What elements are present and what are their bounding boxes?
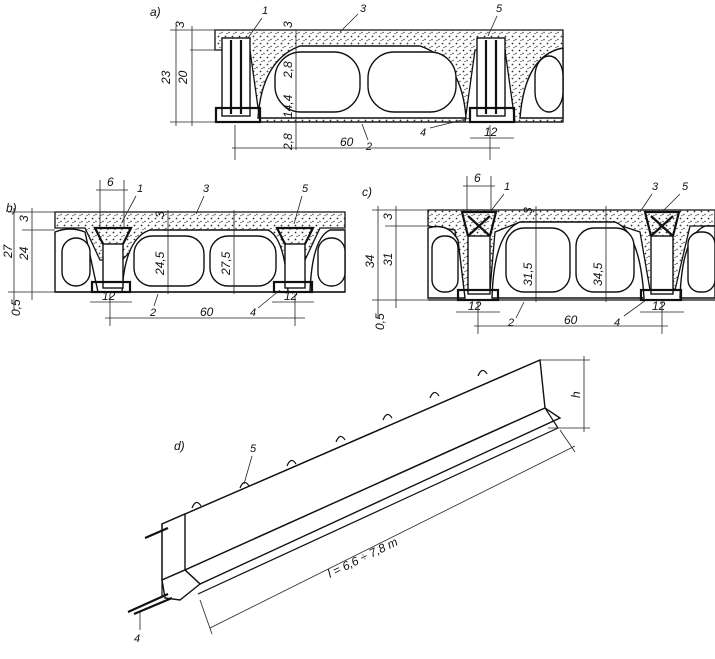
panel-b-dim-h2: 24 — [17, 246, 31, 261]
panel-d-callout-4: 4 — [134, 633, 140, 645]
panel-a-dim-width: 60 — [340, 135, 354, 149]
panel-d-lifting-loops — [191, 369, 488, 509]
panel-a-dim-h2: 20 — [176, 70, 190, 85]
panel-b-callout-1: 1 — [137, 183, 143, 195]
panel-d-beam-isometric: d) h l = 6,6 ÷ 7,8 — [127, 356, 590, 645]
panel-b-beam-left — [102, 243, 124, 289]
panel-a-callout-2: 2 — [365, 141, 372, 153]
panel-a-dim-h1: 23 — [159, 70, 173, 85]
panel-c-callout-4: 4 — [614, 317, 620, 329]
panel-c-dim-total-h: 34,5 — [591, 262, 605, 286]
panel-a-beam-right — [476, 37, 506, 117]
panel-a-section: a) 3 23 20 3 2,8 14,4 2,8 — [150, 3, 564, 160]
panel-c-section: c) 3 34 31 0,5 6 3 — [362, 171, 715, 334]
panel-a-callout-3: 3 — [360, 3, 367, 15]
panel-b-callout-3: 3 — [203, 183, 210, 195]
panel-b-dim-3: 3 — [153, 211, 167, 218]
panel-c-dim-core-h: 31,5 — [521, 262, 535, 286]
panel-a-callout-4: 4 — [420, 127, 426, 139]
panel-b-callout-5: 5 — [302, 183, 309, 195]
panel-b-dim-rib-right: 12 — [284, 289, 298, 303]
panel-b-dim-top: 3 — [17, 215, 31, 222]
panel-c-callout-5: 5 — [682, 181, 689, 193]
panel-c-dim-width: 60 — [564, 313, 578, 327]
panel-c-dim-bottom: 0,5 — [373, 313, 387, 330]
panel-b-beam-right — [284, 243, 306, 289]
panel-b-section: b) 3 27 24 0,5 6 3 24,5 — [1, 175, 346, 326]
panel-b-callout-2: 2 — [149, 307, 156, 319]
panel-a-dim-top: 3 — [173, 21, 187, 28]
panel-b-dim-width: 60 — [200, 305, 214, 319]
panel-c-dim-rib-right: 12 — [652, 299, 666, 313]
panel-b-callout-4: 4 — [250, 307, 256, 319]
panel-c-beam-left — [467, 235, 491, 295]
panel-c-dim-w6: 6 — [474, 171, 481, 185]
panel-b-dim-total-h: 27,5 — [219, 251, 233, 276]
panel-a-letter: a) — [150, 5, 161, 19]
panel-d-beam-web — [161, 358, 546, 571]
panel-a-dim-rib: 12 — [484, 125, 498, 139]
panel-d-letter: d) — [174, 439, 185, 453]
panel-a-callout-1: 1 — [262, 5, 268, 17]
panel-b-dim-rib-left: 12 — [102, 289, 116, 303]
panel-b-dim-h1: 27 — [1, 243, 15, 259]
panel-d-length-label: l = 6,6 ÷ 7,8 m — [325, 535, 400, 581]
panel-c-dim-rib-left: 12 — [468, 299, 482, 313]
panel-c-callout-1: 1 — [504, 181, 510, 193]
panel-c-letter: c) — [362, 185, 372, 199]
panel-a-dim-core-h: 14,4 — [281, 94, 295, 118]
panel-b-letter: b) — [6, 201, 17, 215]
panel-a-beam-left — [221, 37, 251, 117]
panel-c-callout-3: 3 — [652, 181, 659, 193]
panel-c-dim-h2: 31 — [381, 253, 395, 266]
panel-c-dim-3: 3 — [521, 207, 535, 214]
panel-a-dim-3: 3 — [281, 21, 295, 28]
panel-a-void-right — [367, 51, 457, 113]
panel-a-dim-bottom: 2,8 — [281, 133, 295, 151]
panel-c-dim-h1: 34 — [363, 254, 377, 268]
panel-c-callout-2: 2 — [507, 317, 514, 329]
panel-d-callout-5: 5 — [250, 443, 257, 455]
panel-a-dim-core-top: 2,8 — [281, 61, 295, 79]
panel-d-height-label: h — [569, 391, 583, 398]
panel-b-dim-core-h: 24,5 — [153, 251, 167, 276]
panel-b-dim-w6: 6 — [107, 175, 114, 189]
panel-c-dim-top: 3 — [381, 213, 395, 220]
panel-a-callout-5: 5 — [496, 3, 503, 15]
panel-c-beam-right — [650, 235, 674, 295]
panel-b-dim-bottom: 0,5 — [9, 299, 23, 316]
